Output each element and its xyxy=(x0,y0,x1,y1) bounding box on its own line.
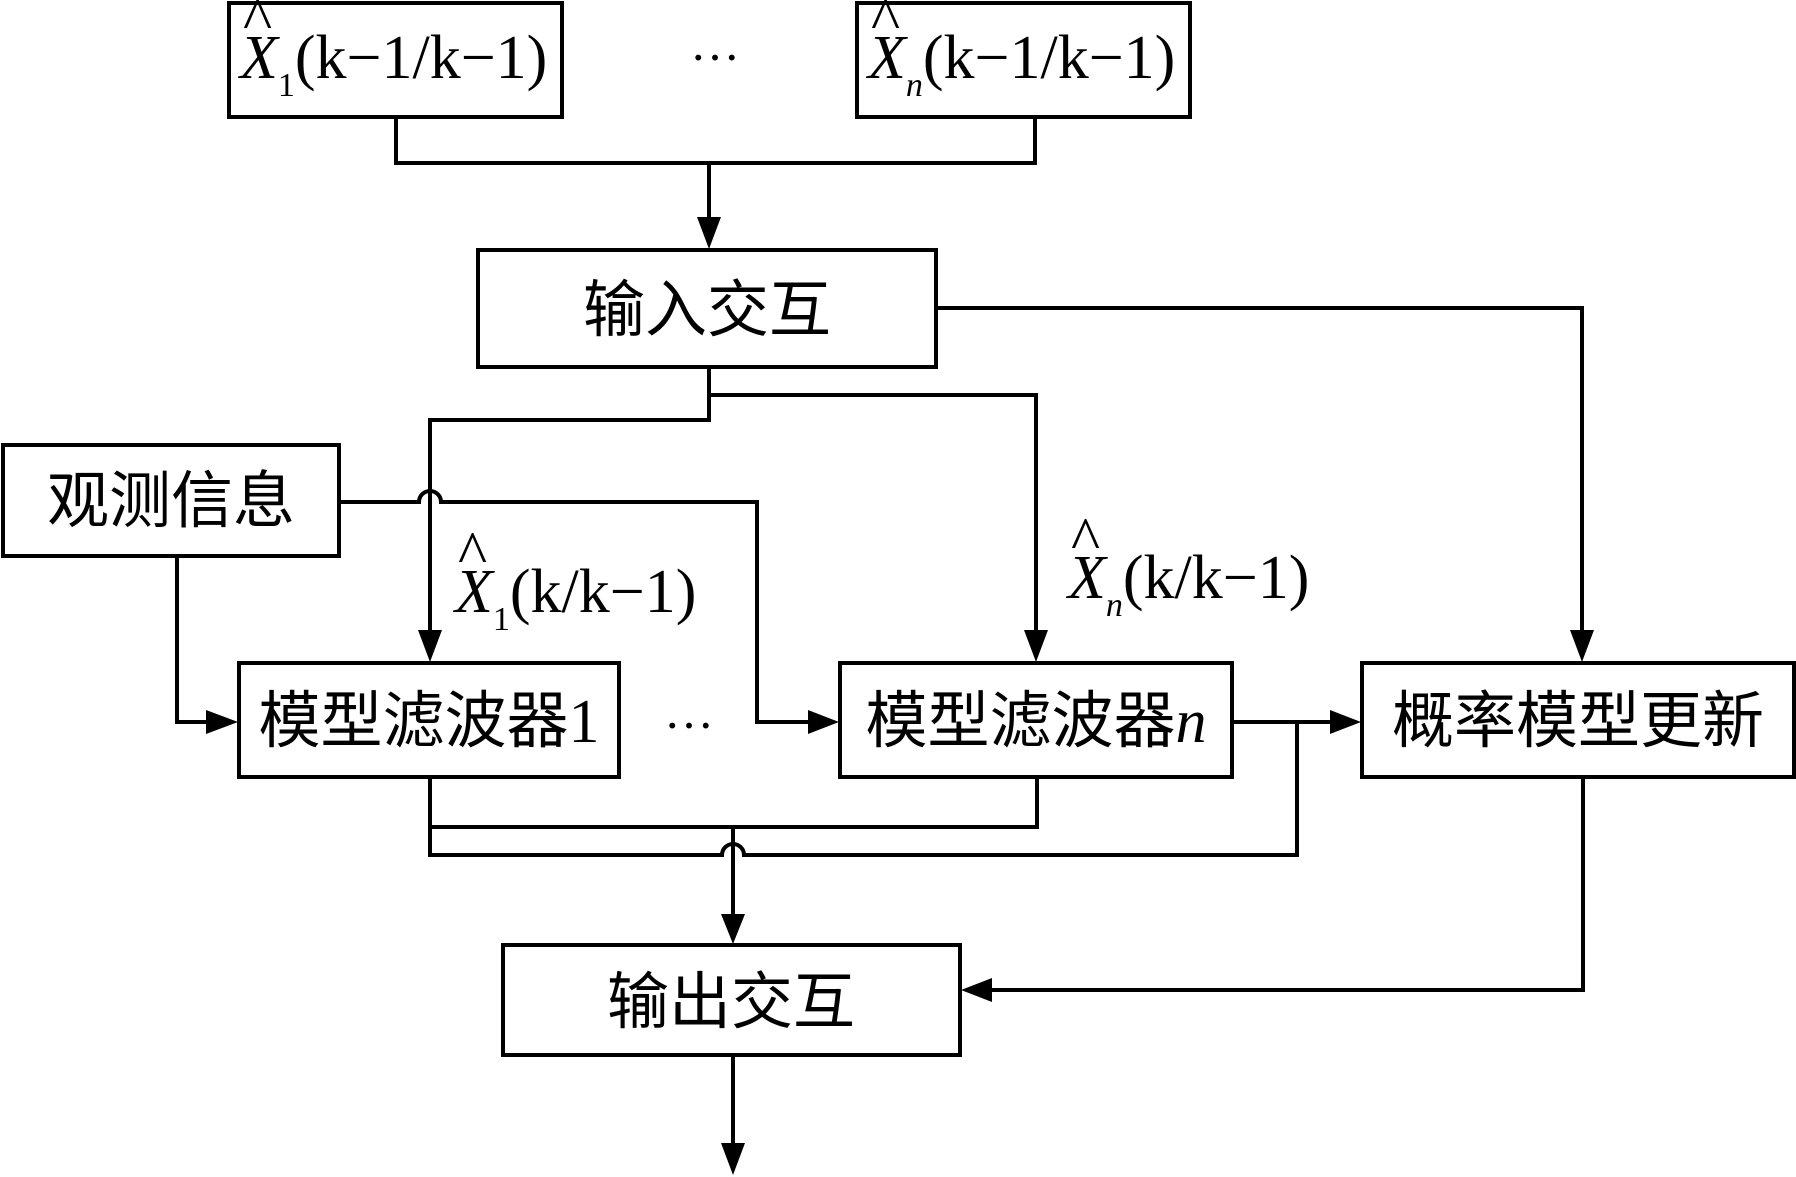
filter-1-index: 1 xyxy=(569,688,600,756)
prob-to-output-line xyxy=(990,777,1585,992)
output-mixing-label: 输出交互 xyxy=(607,965,855,1038)
state-n-hat: ^ xyxy=(871,0,900,54)
state-1-argument: (k−1/k−1) xyxy=(295,24,547,92)
filter-n-prefix: 模型滤波器 xyxy=(865,684,1175,757)
prediction-1-symbol: X xyxy=(452,558,495,626)
filter-n-index: n xyxy=(1176,688,1207,756)
observation-label: 观测信息 xyxy=(47,464,295,537)
prediction-n-hat: ^ xyxy=(1071,506,1100,574)
prediction-1-hat: ^ xyxy=(458,520,487,588)
state-to-input-arrowhead xyxy=(697,217,721,249)
state-1-subscript: 1 xyxy=(278,67,295,104)
filter-box-n: 模型滤波器n xyxy=(838,661,1234,779)
obs-to-filter-1-line xyxy=(175,556,208,724)
filter-n-to-prob-arrowhead xyxy=(1330,710,1361,734)
filter-n-label: 模型滤波器n xyxy=(865,684,1206,757)
probability-update-box: 概率模型更新 xyxy=(1360,661,1796,779)
state-n-subscript: n xyxy=(906,67,923,104)
state-box-1: X1(k−1/k−1) ^ xyxy=(227,0,564,119)
input-to-filter-n-line xyxy=(709,393,1038,632)
svg-text:Xn(k/k−1): Xn(k/k−1) xyxy=(1065,544,1309,624)
prob-to-output-arrowhead xyxy=(961,978,992,1002)
input-to-filter-1-arrowhead xyxy=(418,630,442,662)
input-to-filter-n-arrowhead xyxy=(1024,630,1048,662)
state-merge-line xyxy=(394,117,1037,165)
obs-to-filter-n-arrowhead xyxy=(808,710,839,734)
observation-box: 观测信息 xyxy=(1,443,341,558)
prediction-n-symbol: X xyxy=(1065,544,1108,612)
filters-merge-line xyxy=(428,777,1039,829)
prediction-label-1: X1(k/k−1) ^ xyxy=(452,520,696,638)
state-box-n: Xn(k−1/k−1) ^ xyxy=(855,0,1192,119)
final-output-arrowhead xyxy=(721,1143,745,1175)
prediction-n-subscript: n xyxy=(1106,587,1123,624)
input-mixing-box: 输入交互 xyxy=(476,248,938,369)
input-to-filter-1-line xyxy=(428,395,711,632)
svg-text:X1(k/k−1): X1(k/k−1) xyxy=(452,558,696,638)
filter-1-label: 模型滤波器1 xyxy=(258,684,599,757)
state-ellipsis: … xyxy=(690,15,740,71)
obs-to-filter-n-line xyxy=(339,489,810,724)
filter-box-1: 模型滤波器1 xyxy=(237,661,621,779)
state-n-symbol: X xyxy=(865,24,908,92)
filter-1-prefix: 模型滤波器 xyxy=(258,684,568,757)
input-mixing-label: 输入交互 xyxy=(583,273,831,346)
prediction-1-argument: (k/k−1) xyxy=(510,558,696,626)
state-1-hat: ^ xyxy=(243,0,272,54)
prediction-n-argument: (k/k−1) xyxy=(1123,544,1309,612)
probability-update-label: 概率模型更新 xyxy=(1392,684,1764,757)
state-n-argument: (k−1/k−1) xyxy=(923,24,1175,92)
connectors xyxy=(175,117,1594,1175)
state-1-symbol: X xyxy=(237,24,280,92)
input-to-prob-line xyxy=(936,306,1584,632)
merge-to-output-arrowhead xyxy=(721,914,745,944)
output-mixing-box: 输出交互 xyxy=(501,943,962,1057)
filter-ellipsis: … xyxy=(664,683,714,739)
svg-text:X1(k−1/k−1): X1(k−1/k−1) xyxy=(237,24,547,104)
prediction-label-n: Xn(k/k−1) ^ xyxy=(1065,506,1309,624)
input-to-prob-arrowhead xyxy=(1570,630,1594,662)
prediction-1-subscript: 1 xyxy=(493,601,510,638)
svg-text:Xn(k−1/k−1): Xn(k−1/k−1) xyxy=(865,24,1175,104)
obs-to-filter-1-arrowhead xyxy=(206,710,238,734)
